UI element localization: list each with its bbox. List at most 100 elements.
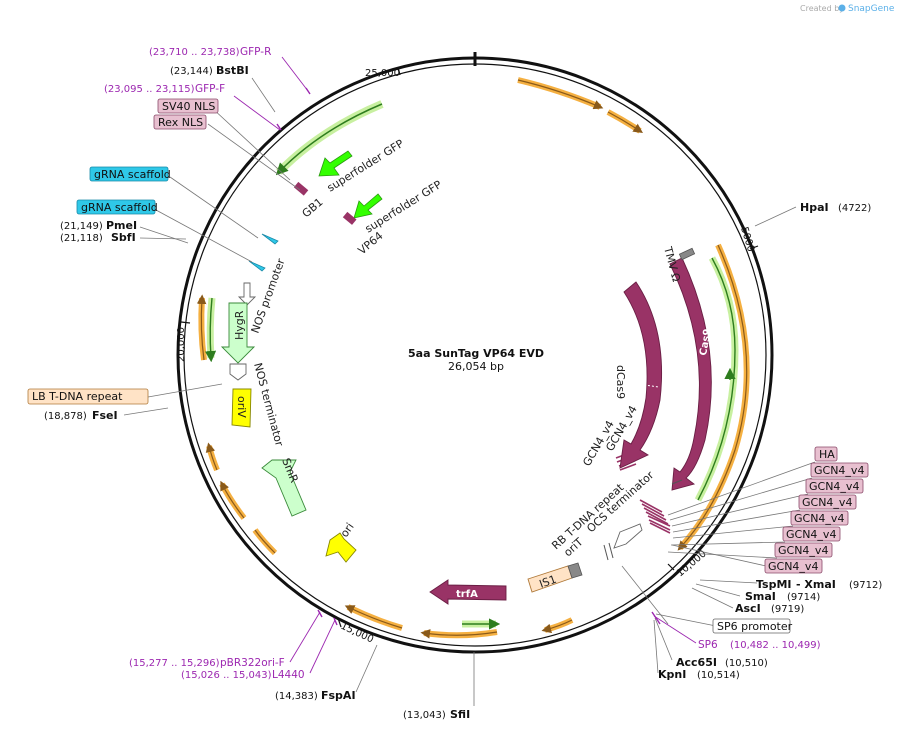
bstbi-pos: (23,144) <box>170 66 213 77</box>
pmei-pos: (21,149) <box>60 221 103 232</box>
nos-terminator-label: NOS terminator <box>251 361 286 448</box>
sv40-nls-box: SV40 NLS <box>157 98 219 114</box>
cas9-arrow <box>669 257 712 491</box>
tick-15000: 15,000 <box>339 621 375 646</box>
tmv-omega-block <box>678 247 696 261</box>
map-title: 5aa SunTag VP64 EVD <box>408 347 544 360</box>
ha-box: HA <box>814 446 838 462</box>
orf-gfp <box>275 103 383 176</box>
orf-arrows <box>196 77 750 639</box>
trfa-label: trfA <box>456 589 478 600</box>
gfp-f-name: GFP-F <box>195 83 225 95</box>
hygr-arrow <box>220 302 256 364</box>
brand-name: SnapGene <box>848 4 895 14</box>
lb-tdna-repeat-text: LB T-DNA repeat <box>32 390 123 403</box>
gfp-f-pos: (23,095 .. 23,115) <box>104 84 195 95</box>
rb-repeat-label: RB T-DNA repeat <box>549 481 627 553</box>
superfolder-gfp-2-label: superfolder GFP <box>363 178 445 236</box>
sbfi-pos: (21,118) <box>60 233 103 244</box>
nos-promoter-label: NOS promoter <box>249 256 288 335</box>
tick-20000: 20,000 <box>176 327 187 362</box>
gcn4-box-3: GCN4_v4 <box>798 494 857 510</box>
orf-top-right-2-line <box>607 111 643 133</box>
orf-left-1-line <box>254 529 276 554</box>
ocs-terminator-shape <box>613 523 643 549</box>
gcn4-box-7: GCN4_v4 <box>764 558 823 574</box>
orf-bottom-2-line <box>420 629 498 639</box>
l4440-pos: (15,026 .. 15,043) <box>181 670 272 681</box>
orf-bottom-3-line <box>344 605 403 629</box>
orit-mark-1 <box>603 544 609 561</box>
snapgene-brand: Created by SnapGene <box>800 4 895 14</box>
gcn4-text-4: GCN4_v4 <box>794 512 844 525</box>
gcn4-text-1: GCN4_v4 <box>814 464 864 477</box>
fspai-name: FspAI <box>321 689 356 702</box>
gcn4-box-6: GCN4_v4 <box>774 542 833 558</box>
pbr322-pos: (15,277 .. 15,296) <box>129 658 220 669</box>
xmai-name: - XmaI <box>796 578 836 591</box>
orf-right-long-line <box>677 244 748 551</box>
tspmi-name: TspMI <box>756 578 792 591</box>
cas9-stop-mark <box>671 479 683 485</box>
hpai-name: HpaI <box>800 201 829 214</box>
l4440-name: L4440 <box>272 669 305 681</box>
tick-5000: 5000 <box>738 226 756 254</box>
orf-right-green <box>697 257 736 501</box>
site-labels-bottom: (15,277 .. 15,296) pBR322ori-F (15,026 .… <box>129 657 470 721</box>
vp64-block <box>342 211 357 225</box>
site-labels-left: (23,710 .. 23,738) GFP-R (23,144) BstBI … <box>27 46 271 422</box>
gcn4-box-1: GCN4_v4 <box>810 462 869 478</box>
is1-label: IS1 <box>538 573 559 591</box>
fspai-pos: (14,383) <box>275 691 318 702</box>
sp6-pos: (10,482 .. 10,499) <box>730 640 821 651</box>
orf-bottom-1-line <box>541 619 573 634</box>
snapgene-logo-icon <box>838 4 846 12</box>
sv40-nls-text: SV40 NLS <box>162 100 215 113</box>
leader-lines <box>123 56 816 706</box>
sp6-promoter-text: SP6 promoter <box>717 620 793 633</box>
sp6-name: SP6 <box>698 639 718 651</box>
superfolder-gfp-2-arrow <box>353 193 383 219</box>
gb1-block <box>293 181 309 196</box>
gcn4-text-2: GCN4_v4 <box>809 480 859 493</box>
lb-tdna-repeat-box: LB T-DNA repeat <box>27 388 149 405</box>
gcn4-text-5: GCN4_v4 <box>786 528 836 541</box>
pmei-name: PmeI <box>106 219 137 232</box>
gcn4-box-4: GCN4_v4 <box>790 510 849 526</box>
grna-scaffold-text-1: gRNA scaffold <box>94 168 171 181</box>
tick-25000: 25,000 <box>365 68 400 79</box>
trfa-arrow <box>429 579 507 605</box>
gfp-r-pos: (23,710 .. 23,738) <box>149 47 240 58</box>
brand-created-by: Created by <box>800 4 844 13</box>
acc65i-pos: (10,510) <box>725 658 768 669</box>
dcas9-arrow <box>619 281 663 469</box>
sbfi-name: SbfI <box>111 231 136 244</box>
rex-nls-box: Rex NLS <box>153 114 207 130</box>
smr-arrow <box>261 459 307 517</box>
gcn4-text-3: GCN4_v4 <box>802 496 852 509</box>
orf-left-4-line <box>196 294 207 361</box>
dcas9-label: dCas9 <box>614 365 627 399</box>
hpai-pos: (4722) <box>838 203 871 214</box>
ori-arrow <box>325 532 357 563</box>
is1-end-cap <box>567 562 583 579</box>
orf-top-right-1-line <box>517 79 604 110</box>
oriv-box <box>231 388 252 428</box>
nos-promoter-arrow <box>237 282 257 306</box>
oriv-label: oriV <box>235 396 248 418</box>
gcn4-stack-outer <box>639 499 671 534</box>
grna-scaffold-box-2: gRNA scaffold <box>76 199 158 215</box>
dcas9-mark <box>643 384 660 388</box>
ha-text: HA <box>819 448 835 461</box>
orit-mark-2 <box>608 542 614 559</box>
sfii-pos: (13,043) <box>403 710 446 721</box>
gcn4-box-5: GCN4_v4 <box>782 526 841 542</box>
orf-left-2-line <box>220 480 245 519</box>
bstbi-name: BstBI <box>216 64 249 77</box>
gcn4-text-7: GCN4_v4 <box>768 560 818 573</box>
orf-left-3-line <box>205 442 218 471</box>
gb1-label: GB1 <box>300 196 326 221</box>
cas9-label: Cas9 <box>698 328 714 357</box>
